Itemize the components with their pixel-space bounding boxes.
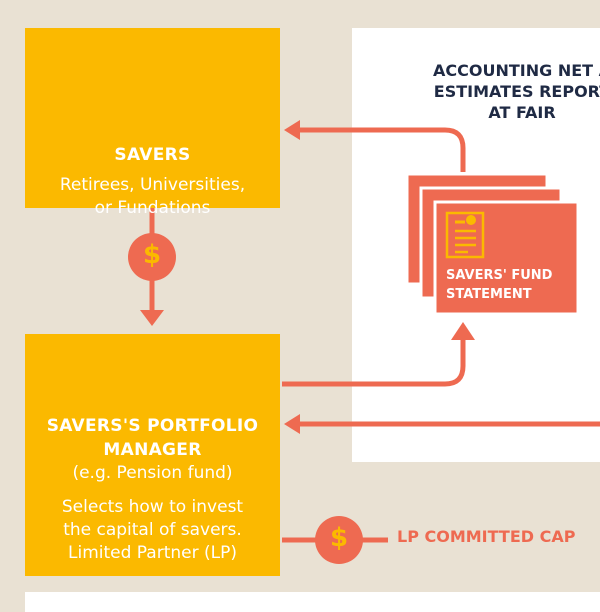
portfolio-manager-example: (e.g. Pension fund)	[72, 463, 233, 483]
savers-title: SAVERS	[114, 145, 191, 165]
arrowhead-pm-return	[284, 414, 300, 434]
arrowhead-pm	[140, 310, 164, 326]
pm-to-statement-arrow	[282, 340, 466, 387]
savers-box: SAVERS Retirees, Universities, or Fundat…	[25, 28, 280, 218]
portfolio-manager-title: SAVERS'S PORTFOLIO MANAGER	[46, 416, 259, 460]
dollar-icon: $	[142, 240, 162, 270]
statement-to-savers-arrow	[296, 127, 466, 172]
portfolio-manager-description: Selects how to invest the capital of sav…	[61, 497, 244, 563]
statement-label: SAVERS' FUND STATEMENT	[446, 268, 553, 302]
arrowhead-savers	[284, 120, 300, 140]
document-icon	[445, 211, 485, 259]
portfolio-manager-box: SAVERS'S PORTFOLIO MANAGER (e.g. Pension…	[25, 334, 280, 576]
committed-capital-label: LP COMMITTED CAP	[397, 527, 576, 546]
accounting-heading: ACCOUNTING NET A ESTIMATES REPORT AT FAI…	[433, 61, 600, 122]
dollar-circle-horizontal	[315, 516, 363, 564]
dollar-circle-vertical	[128, 233, 176, 281]
dollar-icon: $	[329, 523, 349, 553]
savers-description: Retirees, Universities, or Fundations	[59, 175, 246, 218]
arrowhead-statement	[451, 322, 475, 340]
